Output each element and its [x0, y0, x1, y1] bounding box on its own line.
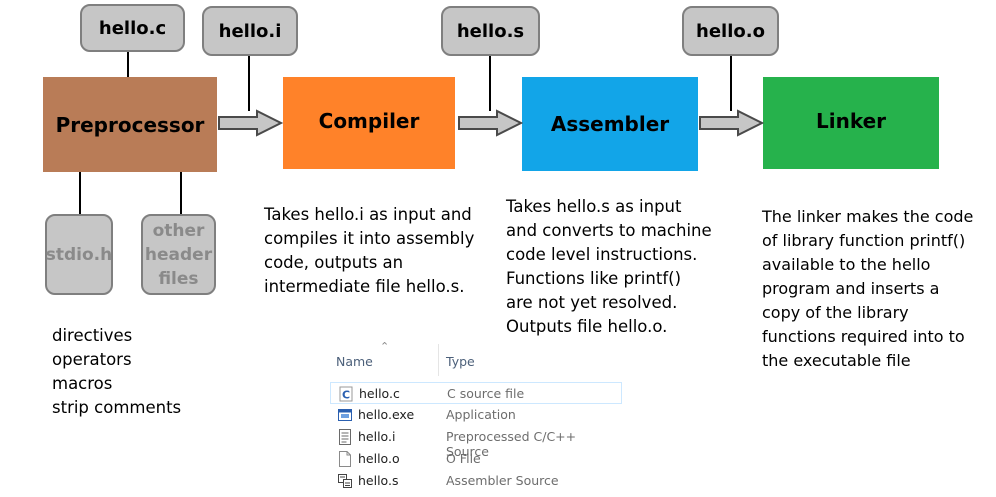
linker-desc-line: The linker makes the code: [762, 207, 974, 226]
assembler-desc-line: and converts to machine: [506, 221, 712, 240]
connector-hello-o: [730, 56, 732, 111]
linker-desc-line: of library function printf(): [762, 231, 966, 250]
file-type: Preprocessed C/C++ Source: [446, 429, 577, 459]
preprocessor-box: Preprocessor: [43, 77, 217, 172]
file-type: O File: [446, 451, 481, 466]
file-row-hello-c[interactable]: C hello.c C source file: [330, 382, 622, 404]
note-item: operators: [52, 350, 132, 369]
assembler-source-icon: [338, 474, 352, 488]
compiler-desc-line: code, outputs an: [264, 253, 404, 272]
assembler-desc-line: Takes hello.s as input: [506, 197, 682, 216]
hello-s-tag: hello.s: [441, 6, 540, 56]
arrow-assembler-to-linker: [699, 109, 764, 137]
assembler-label: Assembler: [550, 112, 670, 136]
file-row-hello-o[interactable]: hello.o O File: [330, 448, 622, 470]
blank-file-icon: [339, 451, 351, 467]
column-divider[interactable]: [438, 344, 439, 376]
note-item: strip comments: [52, 398, 182, 417]
assembler-desc-line: code level instructions.: [506, 245, 698, 264]
hello-i-tag: hello.i: [202, 6, 298, 56]
connector-other-headers: [180, 172, 182, 214]
hello-o-label: hello.o: [696, 20, 765, 42]
compiler-desc-line: intermediate file hello.s.: [264, 277, 465, 296]
hello-s-label: hello.s: [456, 20, 525, 42]
stdio-h-label: stdio.h: [45, 244, 113, 265]
column-header-type[interactable]: Type: [446, 354, 475, 369]
linker-desc-line: the executable file: [762, 351, 911, 370]
hello-o-tag: hello.o: [682, 6, 779, 56]
explorer-header: ⌃ Name Type: [330, 340, 622, 380]
other-headers-tag: other header files: [141, 214, 216, 295]
connector-hello-c: [127, 50, 129, 77]
compiler-desc-line: compiles it into assembly: [264, 229, 475, 248]
hello-c-label: hello.c: [98, 17, 167, 39]
compiler-label: Compiler: [318, 109, 420, 133]
column-header-name[interactable]: Name: [336, 354, 373, 369]
linker-desc-line: copy of the library: [762, 303, 909, 322]
linker-label: Linker: [815, 109, 887, 133]
text-document-icon: [339, 429, 351, 445]
arrow-preprocessor-to-compiler: [218, 109, 283, 137]
assembler-desc-line: are not yet resolved.: [506, 293, 678, 312]
linker-desc-line: available to the hello: [762, 255, 931, 274]
stdio-h-tag: stdio.h: [45, 214, 113, 295]
preprocessor-notes: directives operators macros strip commen…: [52, 324, 181, 420]
linker-description: The linker makes the code of library fun…: [762, 205, 973, 373]
note-item: macros: [52, 374, 113, 393]
linker-desc-line: functions required into to: [762, 327, 965, 346]
hello-c-tag: hello.c: [80, 4, 185, 52]
hello-i-label: hello.i: [218, 20, 282, 42]
linker-box: Linker: [763, 77, 939, 169]
compiler-box: Compiler: [283, 77, 455, 169]
note-item: directives: [52, 326, 133, 345]
linker-desc-line: program and inserts a: [762, 279, 940, 298]
connector-hello-i: [248, 56, 250, 111]
compiler-description: Takes hello.i as input and compiles it i…: [264, 203, 474, 299]
assembler-desc-line: Outputs file hello.o.: [506, 317, 668, 336]
file-name: hello.i: [358, 429, 396, 444]
connector-hello-s: [489, 56, 491, 111]
file-row-hello-i[interactable]: hello.i Preprocessed C/C++ Source: [330, 426, 622, 459]
c-source-icon: C: [339, 386, 353, 402]
file-name: hello.c: [359, 386, 400, 401]
file-row-hello-s[interactable]: hello.s Assembler Source: [330, 470, 622, 492]
file-type: Application: [446, 407, 516, 422]
file-name: hello.s: [358, 473, 399, 488]
connector-stdio: [79, 172, 81, 214]
file-type: Assembler Source: [446, 473, 559, 488]
assembler-box: Assembler: [522, 77, 698, 171]
file-name: hello.o: [358, 451, 400, 466]
assembler-desc-line: Functions like printf(): [506, 269, 682, 288]
compiler-desc-line: Takes hello.i as input and: [264, 205, 472, 224]
file-type: C source file: [447, 386, 525, 401]
assembler-description: Takes hello.s as input and converts to m…: [506, 195, 712, 339]
file-name: hello.exe: [358, 407, 415, 422]
application-icon: [338, 409, 352, 421]
file-explorer-list: ⌃ Name Type C hello.c C source file hell…: [330, 340, 622, 497]
file-row-hello-exe[interactable]: hello.exe Application: [330, 404, 622, 426]
sort-ascending-icon: ⌃: [380, 340, 390, 353]
arrow-compiler-to-assembler: [458, 109, 523, 137]
other-headers-label: other header files: [144, 220, 213, 289]
preprocessor-label: Preprocessor: [55, 112, 205, 137]
svg-text:C: C: [342, 389, 350, 402]
